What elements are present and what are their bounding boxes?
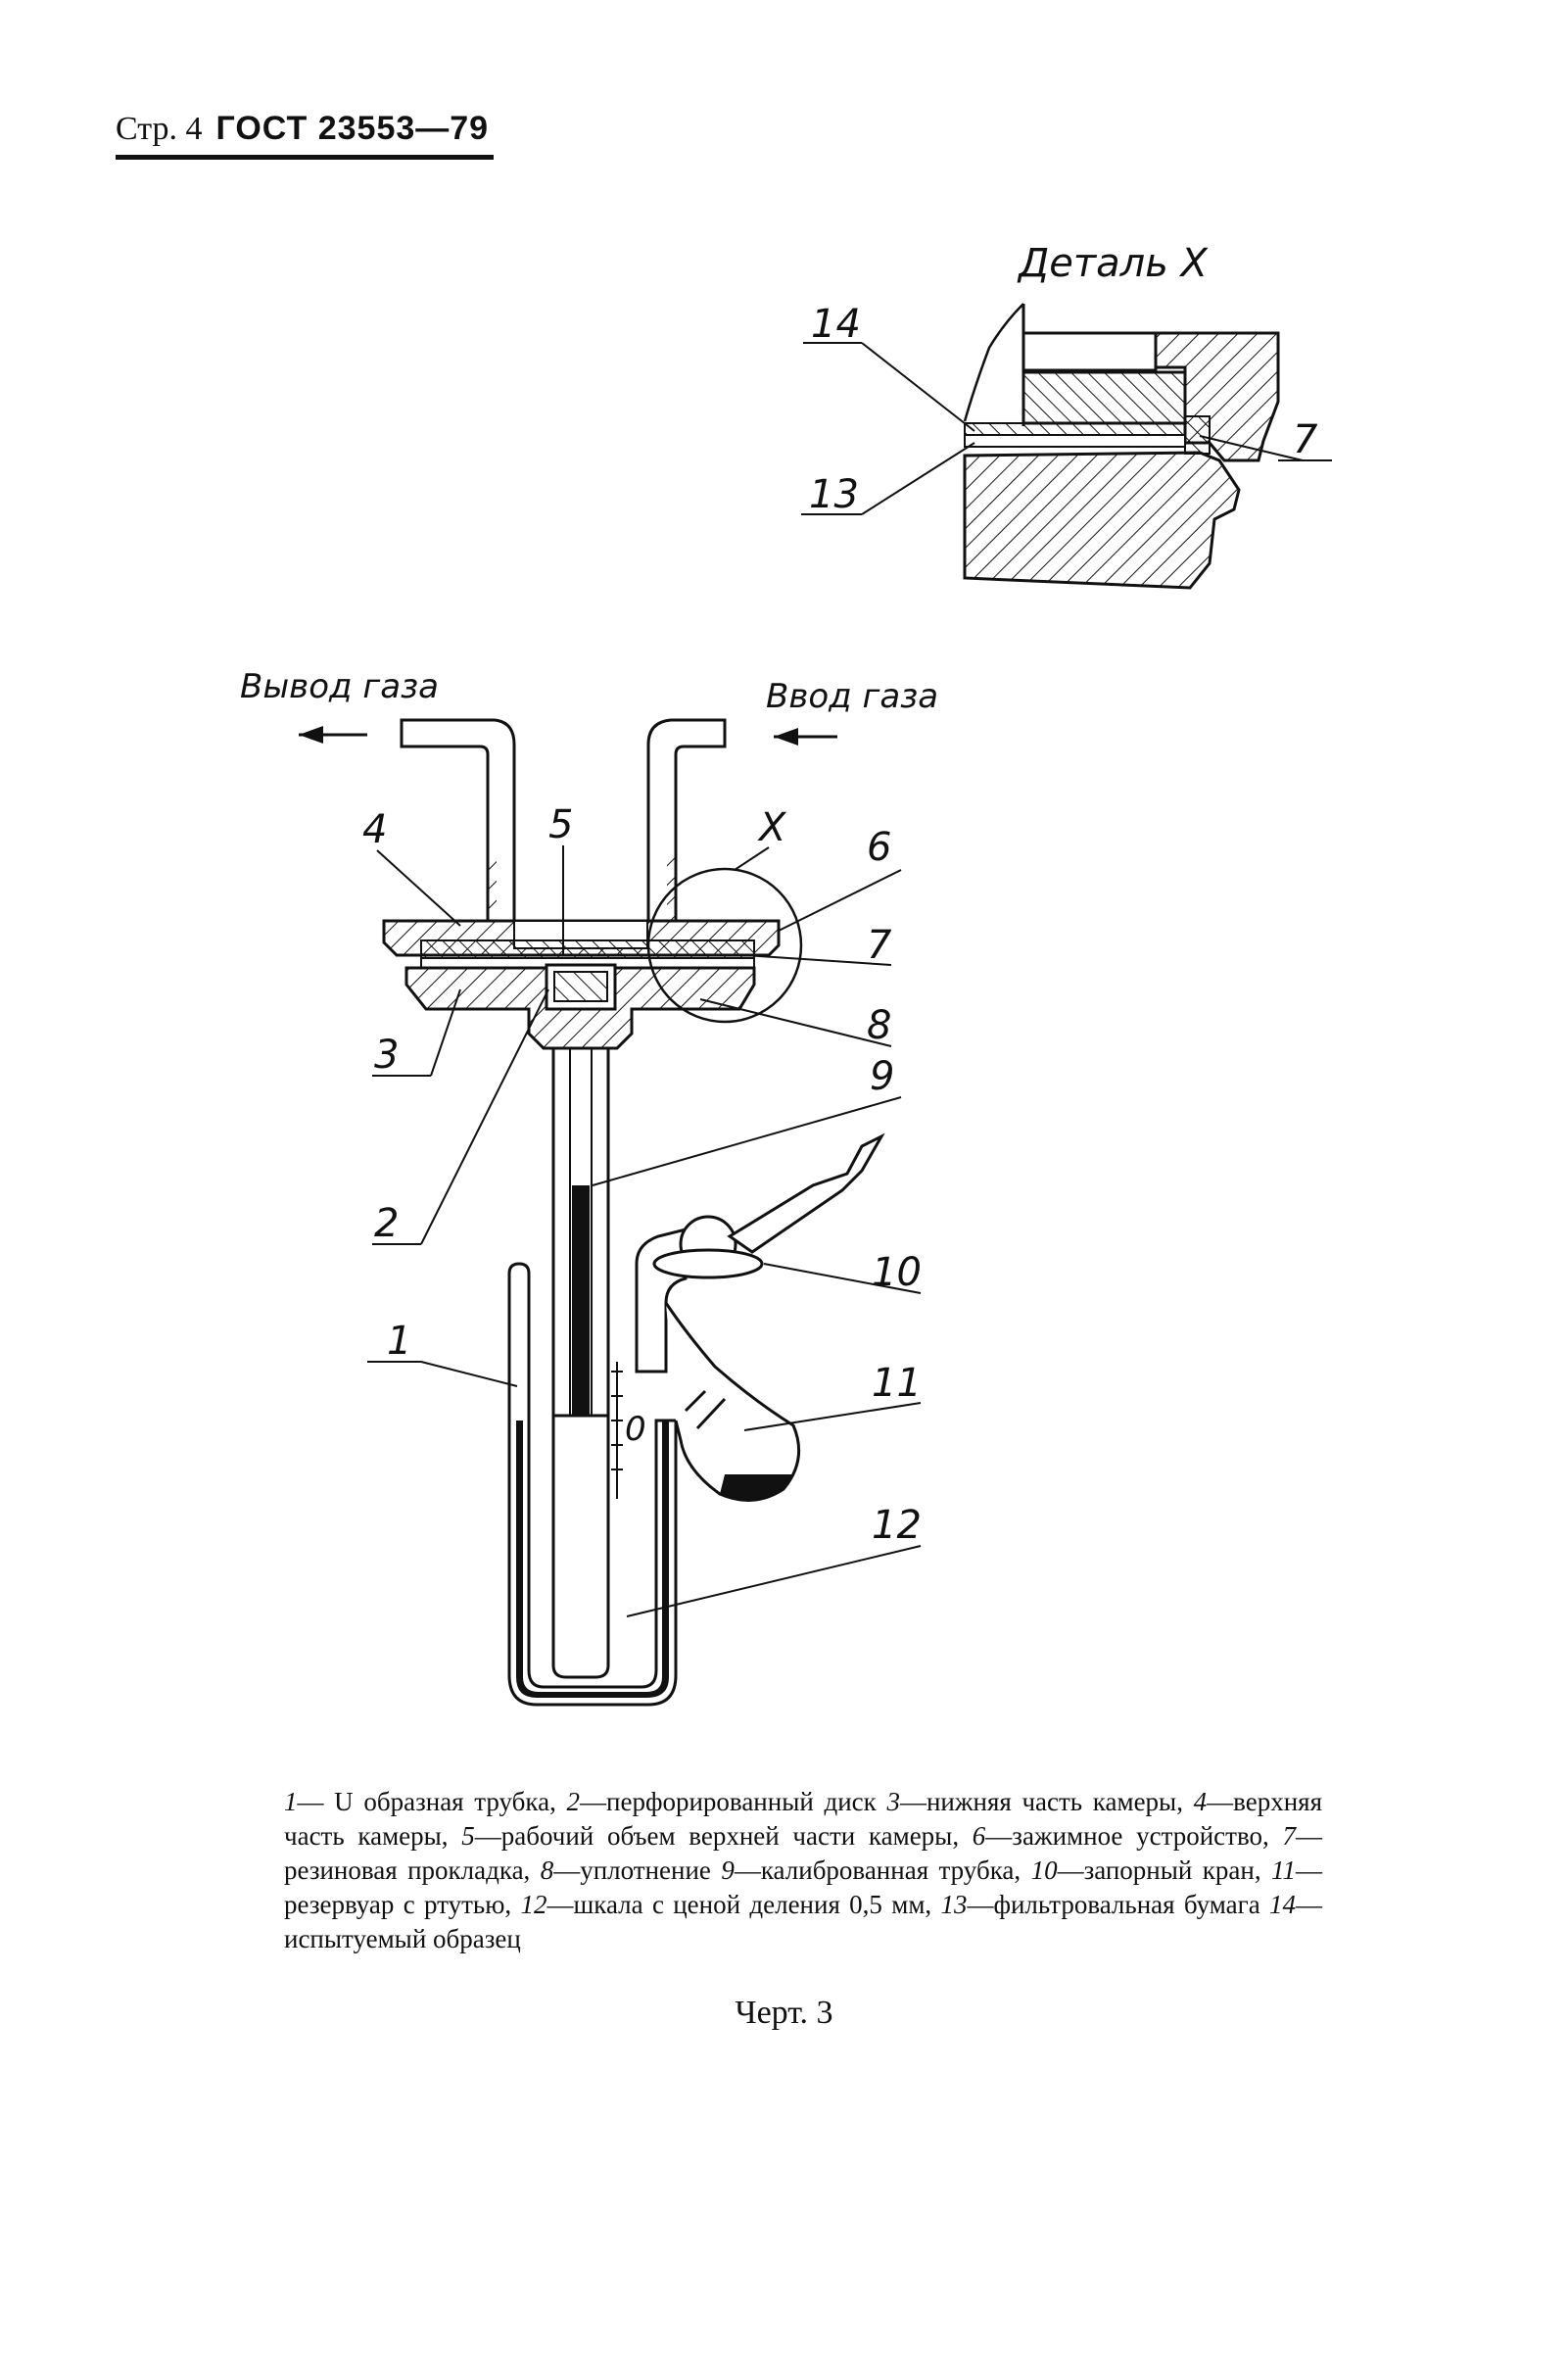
mercury-column — [572, 1185, 590, 1416]
gas-in-label: Ввод газа — [766, 677, 938, 716]
gasket-section — [1184, 415, 1211, 455]
detail-x-view: Деталь X 14 13 7 — [801, 241, 1332, 590]
caption-item-number: 6 — [972, 1821, 986, 1851]
caption-item-number: 4 — [1193, 1787, 1208, 1816]
caption-item-number: 3 — [886, 1787, 900, 1816]
upper-chamber-wall — [1022, 331, 1158, 372]
detail-title: Деталь X — [1017, 241, 1210, 286]
caption-item-text: —верхняя часть камеры, — [284, 1787, 1322, 1851]
detail-x-callout — [646, 867, 803, 1024]
caption-item-number: 2 — [566, 1787, 581, 1816]
detail-label-14: 14 — [811, 302, 861, 347]
caption-item-number: 1 — [284, 1787, 298, 1816]
caption-item-text: —резервуар с ртутью, — [284, 1855, 1322, 1919]
caption-item-number: 11 — [1271, 1855, 1296, 1885]
page-header: Стр. 4 ГОСТ 23553—79 — [116, 110, 489, 148]
caption-item-text: —шкала с ценой деления 0,5 мм, — [546, 1890, 941, 1919]
caption-item-text: —резиновая прокладка, — [284, 1821, 1322, 1885]
caption-item-number: 9 — [721, 1855, 735, 1885]
label-3: 3 — [374, 1033, 399, 1078]
break-line — [963, 303, 1024, 422]
header-rule — [116, 155, 494, 160]
label-2: 2 — [374, 1201, 399, 1246]
scale-zero: 0 — [625, 1410, 646, 1449]
gas-out-label: Вывод газа — [240, 667, 439, 706]
figure-caption: 1— U образная трубка, 2—перфорированный … — [284, 1785, 1322, 1956]
caption-item-text: — U образная трубка, — [297, 1787, 567, 1816]
caption-item-text: —испытуемый образец — [284, 1890, 1322, 1953]
caption-text: 1— U образная трубка, 2—перфорированный … — [284, 1785, 1322, 1956]
caption-item-text: —нижняя часть камеры, — [899, 1787, 1194, 1816]
label-4: 4 — [362, 807, 387, 852]
caption-item-number: 10 — [1030, 1855, 1058, 1885]
caption-item-number: 12 — [520, 1890, 547, 1919]
figure-label: Черт. 3 — [735, 1995, 833, 2031]
caption-item-text: —уплотнение — [553, 1855, 722, 1885]
caption-item-text: —калиброванная трубка, — [734, 1855, 1031, 1885]
label-7: 7 — [867, 923, 892, 968]
label-6: 6 — [867, 825, 891, 870]
standard-number: ГОСТ 23553—79 — [215, 110, 490, 147]
mm-scale: 0 — [611, 1362, 646, 1499]
detail-label-7: 7 — [1293, 417, 1318, 462]
label-12: 12 — [872, 1503, 922, 1548]
caption-item-text: —зажимное устройство, — [985, 1821, 1283, 1851]
caption-item-number: 8 — [540, 1855, 554, 1885]
label-1: 1 — [387, 1319, 411, 1364]
label-10: 10 — [872, 1250, 922, 1295]
caption-item-number: 13 — [940, 1890, 968, 1919]
gas-outlet-pipe — [400, 718, 516, 923]
callout-x-label: X — [757, 805, 787, 850]
specimen-layer — [964, 422, 1186, 436]
caption-item-text: —перфорированный диск — [580, 1787, 887, 1816]
mercury-reservoir — [664, 1302, 801, 1502]
page-number: Стр. 4 — [116, 111, 203, 147]
gas-inlet-pipe — [646, 718, 727, 923]
stopcock-handle — [727, 1132, 885, 1254]
caption-item-text: —запорный кран, — [1057, 1855, 1271, 1885]
filter-paper-layer — [964, 434, 1186, 448]
u-shaped-tube — [507, 1262, 678, 1707]
caption-item-text: —фильтровальная бумага — [967, 1890, 1269, 1919]
caption-item-number: 7 — [1282, 1821, 1296, 1851]
detail-label-13: 13 — [809, 472, 859, 517]
label-11: 11 — [872, 1361, 922, 1406]
caption-item-number: 5 — [461, 1821, 475, 1851]
label-5: 5 — [548, 802, 573, 847]
upper-plate-section — [1022, 370, 1187, 425]
clamp-plate — [420, 939, 755, 959]
lower-chamber-section — [963, 451, 1241, 590]
label-9: 9 — [870, 1054, 894, 1099]
caption-item-text: —рабочий объем верхней части камеры, — [474, 1821, 973, 1851]
apparatus-drawing: Вывод газа Ввод газа X — [240, 667, 938, 1707]
caption-item-number: 14 — [1269, 1890, 1296, 1919]
